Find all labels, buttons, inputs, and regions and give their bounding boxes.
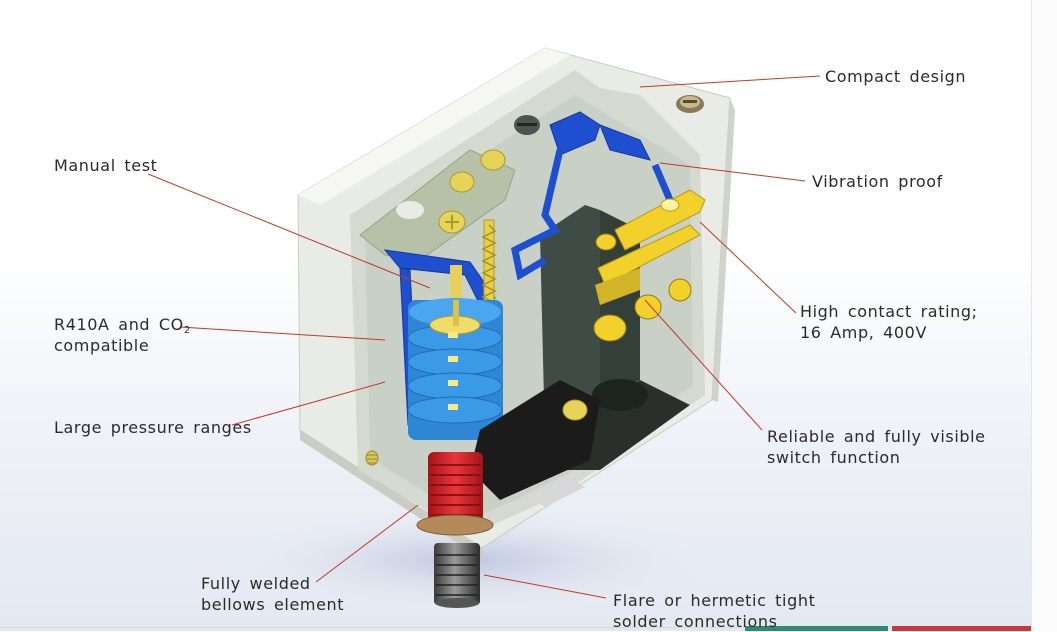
leader-manual-test bbox=[147, 173, 431, 289]
leader-compact-design bbox=[639, 75, 821, 88]
label-reliable-line1: Reliable and fully visible bbox=[767, 427, 986, 446]
leader-large-pressure bbox=[231, 381, 386, 426]
label-compact-design: Compact design bbox=[825, 67, 967, 86]
small-screw-icon bbox=[365, 450, 379, 466]
yellow-contacts bbox=[593, 189, 706, 342]
label-high-contact-line1: High contact rating; bbox=[800, 302, 978, 321]
red-bellows-element bbox=[416, 452, 494, 536]
leader-high-contact bbox=[699, 221, 797, 314]
flare-fitting bbox=[434, 543, 480, 608]
label-r410a: R410A and CO2 bbox=[54, 314, 191, 341]
green-accent-bar bbox=[745, 626, 888, 631]
label-fully-welded-line1: Fully welded bbox=[201, 574, 311, 593]
label-vibration-proof: Vibration proof bbox=[812, 172, 943, 191]
leader-flare bbox=[483, 574, 607, 599]
adjustment-plate bbox=[359, 115, 540, 261]
leader-lines bbox=[147, 75, 821, 599]
top-screw-icon bbox=[676, 95, 704, 113]
red-accent-bar bbox=[892, 626, 1031, 631]
leader-vibration-proof bbox=[659, 162, 806, 182]
leader-fully-welded bbox=[315, 504, 419, 583]
label-high-contact-line2: 16 Amp, 400V bbox=[800, 323, 927, 342]
base-section bbox=[470, 380, 600, 507]
leader-r410a bbox=[179, 326, 386, 341]
label-flare-line2: solder connections bbox=[613, 612, 778, 631]
label-r410a-line2: compatible bbox=[54, 336, 150, 355]
bottom-divider bbox=[0, 627, 745, 628]
leader-reliable bbox=[644, 299, 763, 431]
label-reliable-line2: switch function bbox=[767, 448, 901, 467]
label-large-pressure: Large pressure ranges bbox=[54, 418, 252, 437]
label-manual-test: Manual test bbox=[54, 156, 158, 175]
blue-bellows-stack bbox=[407, 298, 503, 440]
label-r410a-text: R410A and CO bbox=[54, 315, 184, 334]
right-edge-strip bbox=[1031, 0, 1057, 631]
label-r410a-subscript: 2 bbox=[183, 325, 191, 336]
label-flare-line1: Flare or hermetic tight bbox=[613, 591, 816, 610]
label-fully-welded-line2: bellows element bbox=[201, 595, 345, 614]
